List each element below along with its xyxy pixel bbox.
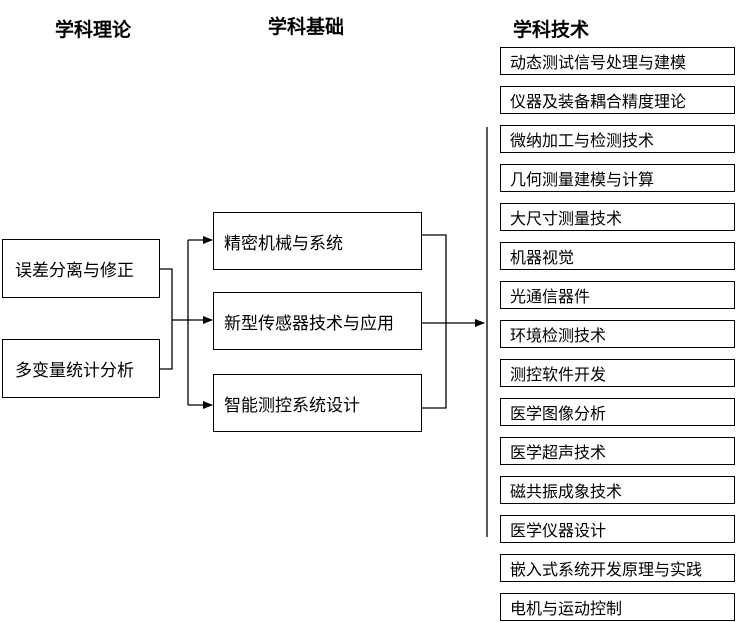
connector-theory-bottom bbox=[160, 320, 173, 370]
header-theory: 学科理论 bbox=[55, 19, 132, 41]
technology-label: 微纳加工与检测技术 bbox=[510, 131, 655, 150]
theory-box-multivariate-analysis: 多变量统计分析 bbox=[2, 339, 160, 398]
technology-box: 环境检测技术 bbox=[500, 320, 735, 348]
theory-label: 误差分离与修正 bbox=[15, 261, 134, 281]
technology-label: 机器视觉 bbox=[510, 248, 575, 267]
technology-box: 磁共振成象技术 bbox=[500, 476, 735, 504]
technology-label: 测控软件开发 bbox=[510, 365, 607, 384]
technology-box: 嵌入式系统开发原理与实践 bbox=[500, 554, 735, 582]
foundation-box-precision-machinery: 精密机械与系统 bbox=[213, 212, 422, 270]
technology-label: 大尺寸测量技术 bbox=[510, 209, 623, 228]
header-technology: 学科技术 bbox=[513, 19, 590, 41]
connector-foundation-bottom bbox=[422, 323, 447, 409]
technology-box: 大尺寸测量技术 bbox=[500, 203, 735, 231]
technology-label: 几何测量建模与计算 bbox=[510, 170, 655, 189]
technology-label: 医学仪器设计 bbox=[510, 521, 607, 540]
technology-box: 电机与运动控制 bbox=[500, 593, 735, 621]
technology-box: 动态测试信号处理与建模 bbox=[500, 47, 735, 75]
foundation-box-control-system-design: 智能测控系统设计 bbox=[213, 374, 422, 432]
foundation-label: 智能测控系统设计 bbox=[224, 395, 360, 416]
technology-label: 动态测试信号处理与建模 bbox=[510, 53, 687, 72]
technology-box: 几何测量建模与计算 bbox=[500, 164, 735, 192]
technology-box: 微纳加工与检测技术 bbox=[500, 125, 735, 153]
technology-label: 医学图像分析 bbox=[510, 404, 607, 423]
foundation-label: 新型传感器技术与应用 bbox=[224, 313, 394, 334]
connector-theory-top bbox=[160, 268, 173, 320]
technology-box: 机器视觉 bbox=[500, 242, 735, 270]
technology-label: 磁共振成象技术 bbox=[510, 482, 623, 501]
connector-foundation-top bbox=[422, 234, 447, 323]
technology-box: 医学仪器设计 bbox=[500, 515, 735, 543]
theory-label: 多变量统计分析 bbox=[15, 361, 134, 381]
technology-box: 医学图像分析 bbox=[500, 398, 735, 426]
technology-box: 仪器及装备耦合精度理论 bbox=[500, 86, 735, 114]
technology-label: 嵌入式系统开发原理与实践 bbox=[510, 560, 703, 579]
header-foundation: 学科基础 bbox=[268, 16, 345, 38]
technology-label: 光通信器件 bbox=[510, 287, 591, 306]
technology-label: 医学超声技术 bbox=[510, 443, 607, 462]
technology-box: 光通信器件 bbox=[500, 281, 735, 309]
technology-label: 电机与运动控制 bbox=[510, 599, 623, 618]
foundation-label: 精密机械与系统 bbox=[224, 233, 343, 254]
theory-box-error-separation: 误差分离与修正 bbox=[2, 239, 160, 298]
technology-label: 仪器及装备耦合精度理论 bbox=[510, 92, 687, 111]
technology-label: 环境检测技术 bbox=[510, 326, 607, 345]
technology-box: 测控软件开发 bbox=[500, 359, 735, 387]
technology-box: 医学超声技术 bbox=[500, 437, 735, 465]
foundation-box-sensor-technology: 新型传感器技术与应用 bbox=[213, 292, 422, 350]
